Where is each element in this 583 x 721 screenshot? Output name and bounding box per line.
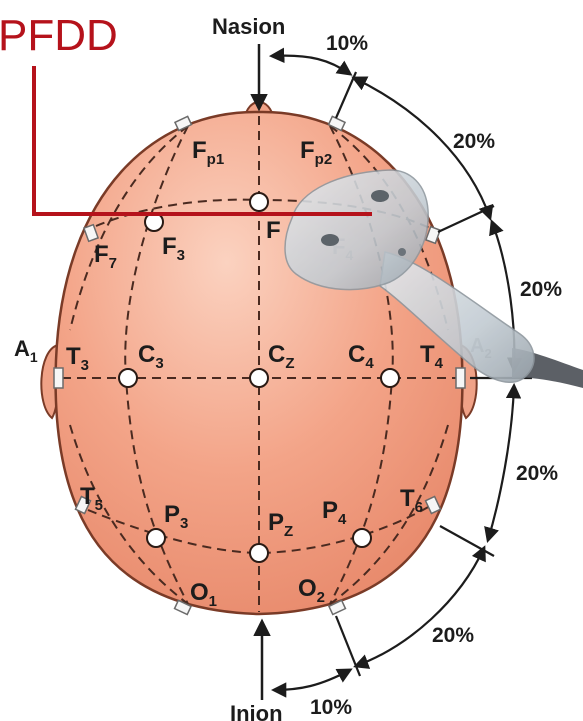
electrode-p3 [147,529,165,547]
electrode-fz [250,193,268,211]
electrode-pz [250,544,268,562]
probe-hole-3 [398,248,406,256]
spacing-top: 10% [326,32,368,55]
electrode-p4 [353,529,371,547]
label-fz: F [266,217,281,244]
inion-label: Inion [230,701,283,721]
nasion-label: Nasion [212,14,285,39]
spacing-upper: 20% [453,130,495,153]
electrode-c3 [119,369,137,387]
electrode-c4 [381,369,399,387]
probe-hole-1 [371,190,389,202]
probe-label: PFDD [0,11,118,60]
spacing-middle-upper: 20% [520,278,562,301]
spacing-middle-lower: 20% [516,462,558,485]
spacing-lower: 20% [432,624,474,647]
electrode-cz [250,369,268,387]
spacing-bottom: 10% [310,696,352,719]
label-a1: A1 [14,336,38,365]
probe-hole-2 [321,234,339,246]
